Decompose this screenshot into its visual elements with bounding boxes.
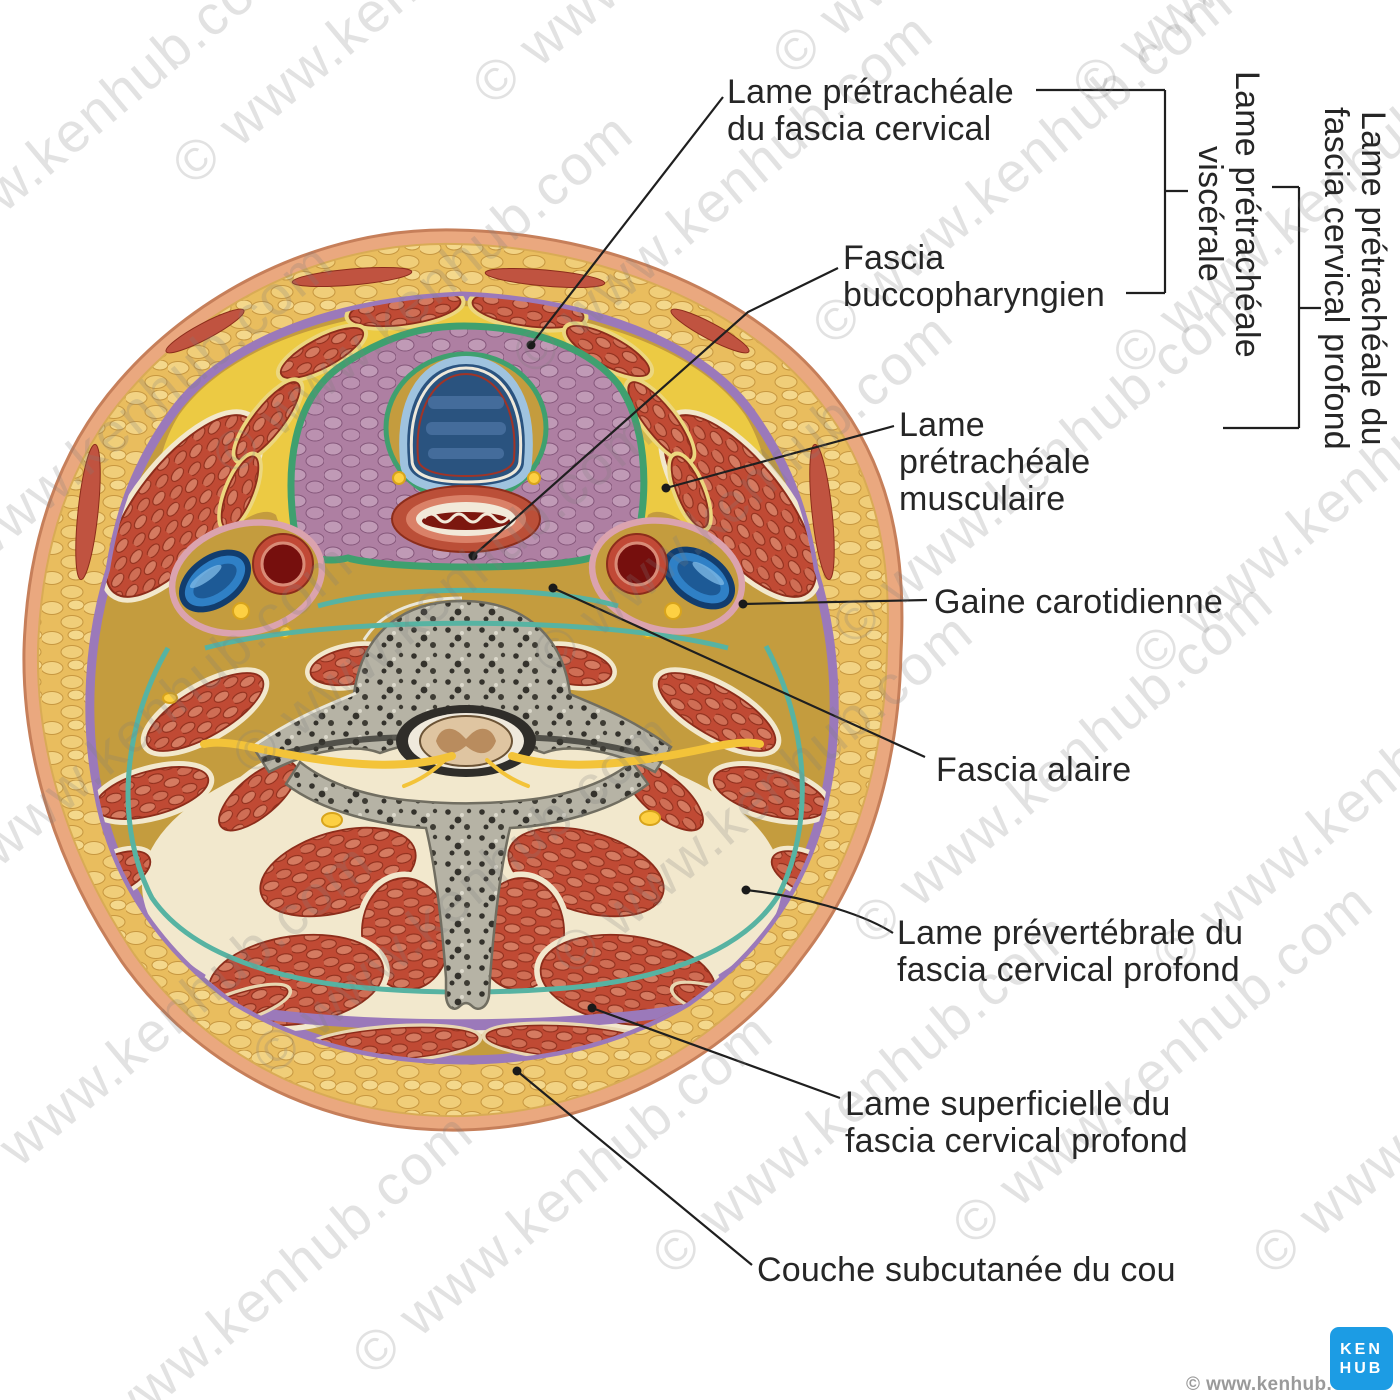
label-line: Gaine carotidienne [934, 583, 1224, 621]
spinal-nerves [200, 738, 764, 788]
logo-text-bottom: HUB [1339, 1359, 1384, 1377]
esophagus [391, 485, 541, 553]
label-line: Lame [899, 406, 985, 444]
kenhub-logo: KEN HUB [1330, 1327, 1393, 1390]
label-lame-pretracheale-du-fascia-cervical: Lame prétrachéale du fascia cervical [727, 74, 1014, 148]
vertebral-arch-spinous-process [284, 760, 650, 1010]
label-couche-subcutanee: Couche subcutanée du cou [757, 1252, 1176, 1289]
label-line: du fascia cervical [727, 110, 992, 148]
label-line: fascia cervical profond [845, 1122, 1188, 1160]
label-line: Fascia [843, 239, 945, 277]
label-gaine-carotidienne: Gaine carotidienne [934, 584, 1223, 621]
label-fascia-alaire: Fascia alaire [936, 752, 1131, 789]
label-line: prétrachéale [899, 443, 1091, 481]
internal-jugular-vein-right [662, 546, 736, 610]
common-carotid-artery-right [606, 533, 668, 595]
paratracheal-nerves [392, 471, 541, 485]
label-line: Lame prévertébrale du [897, 914, 1244, 952]
leader-dots [468, 340, 751, 1076]
logo-text-top: KEN [1340, 1340, 1383, 1358]
label-line: viscérale [1191, 146, 1229, 282]
vagus-nerve-right [664, 602, 682, 620]
copyright-text: © www.kenhub.com [1186, 1374, 1373, 1395]
platysma-muscle [75, 266, 835, 581]
vagus-nerve-left [232, 602, 250, 620]
label-lame-pretracheale-musculaire: Lame prétrachéale musculaire [899, 407, 1090, 518]
trachea [399, 355, 533, 495]
label-lame-pretracheale-viscerale: Lame prétrachéale viscérale [1191, 58, 1266, 370]
label-lame-superficielle: Lame superficielle du fascia cervical pr… [845, 1086, 1188, 1160]
alar-and-prevertebral-fascia [204, 587, 729, 651]
label-line: musculaire [899, 480, 1066, 518]
label-line: Lame prétrachéale [1228, 70, 1266, 358]
grouping-brackets [1163, 90, 1321, 430]
leader-lines [472, 88, 1165, 1266]
carotid-sheath-right [588, 517, 746, 635]
label-line: Lame prétrachéale [727, 73, 1014, 111]
label-line: fascia cervical profond [1317, 106, 1355, 450]
label-lame-pretracheale-du-fascia-cervical-profond: Lame prétrachéale du fascia cervical pro… [1317, 64, 1392, 492]
label-line: Fascia alaire [936, 751, 1132, 789]
label-fascia-buccopharyngien: Fascia buccopharyngien [843, 240, 1105, 314]
label-line: Lame superficielle du [845, 1085, 1171, 1123]
label-line: Lame prétrachéale du [1354, 110, 1392, 446]
label-line: Couche subcutanée du cou [757, 1251, 1176, 1289]
label-line: buccopharyngien [843, 276, 1105, 314]
carotid-sheath-left [168, 519, 326, 637]
label-line: fascia cervical profond [897, 951, 1240, 989]
common-carotid-artery-left [252, 533, 314, 595]
label-lame-prevertebrale: Lame prévertébrale du fascia cervical pr… [897, 915, 1243, 989]
internal-jugular-vein-left [178, 549, 252, 613]
